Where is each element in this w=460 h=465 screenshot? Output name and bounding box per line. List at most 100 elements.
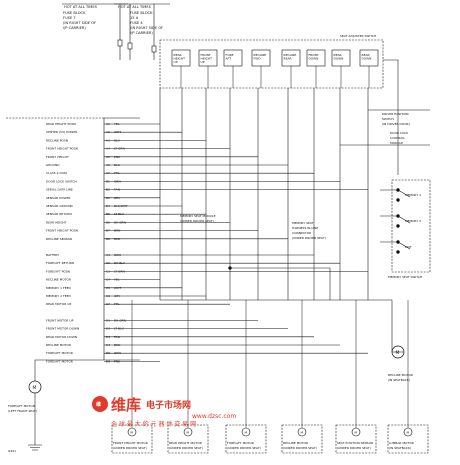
pin-row-wire-3: LT GRN xyxy=(114,147,125,151)
pin-row-pin-12: B6 xyxy=(106,220,110,224)
pin-row-label-18: RECLINE MOTOR xyxy=(46,278,71,282)
pin-row-pin-22: D1 xyxy=(106,318,110,322)
pin-row-pin-11: B5 xyxy=(106,212,110,216)
door-lock-note-1: DOOR LOCK xyxy=(390,131,409,135)
watermark-logo-glyph: 维 xyxy=(96,401,101,408)
pin-row-wire-20: GRY xyxy=(114,294,120,298)
switch-assembly-title: SEAT ADJUSTER SWITCH xyxy=(340,34,376,38)
door-lock-note-2: CONTROL xyxy=(390,136,405,140)
switch-button-label-1-1: HEIGHT xyxy=(201,56,213,60)
pin-row-label-14: RECLINE SENSOR xyxy=(46,237,72,241)
fuse-right-line-1: FUSE BLOCK xyxy=(130,11,153,15)
bottom-motor-symbol-4 xyxy=(351,427,361,437)
splice-harness xyxy=(230,267,331,300)
switch-button-label-0-2: UP xyxy=(174,60,178,64)
switch-button-group: REARHEIGHTUPFRONTHEIGHTUPFOREAFTRECLINEF… xyxy=(171,49,379,88)
switch-button-label-1-0: FRONT xyxy=(201,53,211,57)
driver-position-1: DRIVER POSITION xyxy=(382,112,409,116)
bottom-motor-symbol-3 xyxy=(297,427,307,437)
fore-aft-motor-symbol xyxy=(28,380,42,394)
pin-row-label-10: SENSOR GROUND xyxy=(46,204,74,208)
pin-row-wire-27: PNK xyxy=(114,359,121,363)
pin-row-label-21: REAR MOTOR UP xyxy=(46,302,71,306)
bottom-motor-frame-1 xyxy=(167,424,209,454)
connector-note-1: MEMORY SEAT xyxy=(292,221,314,225)
pin-row-label-25: RECLINE MOTOR xyxy=(46,343,71,347)
bottom-motor-symbol-0 xyxy=(127,427,137,437)
memory-switch-item-2: MEMORY 2 xyxy=(405,219,421,223)
pin-row-wire-0: YEL xyxy=(114,122,120,126)
ground-symbol-icon xyxy=(28,444,42,451)
bottom-motor-frame-0 xyxy=(111,424,153,454)
fuse-left-line-3: (IN RIGHT SIDE OF xyxy=(63,21,96,25)
bottom-motor-row: M FRONT HEIGHT MOTOR (UNDER DRIVER SEAT) M R… xyxy=(111,424,429,454)
connector-note-4: (UNDER DRIVER SEAT) xyxy=(292,236,326,240)
pin-row-pin-14: B8 xyxy=(106,237,110,241)
pin-row-label-1: CENTER (5V) POWER xyxy=(46,130,77,134)
watermark-brand-sub: 电子市场网 xyxy=(146,399,191,411)
bottom-motor-m-icon-1: M xyxy=(187,431,190,435)
bottom-motor-m-icon-3: M xyxy=(301,431,304,435)
driver-position-3: (IN DRIVER DOOR) xyxy=(382,122,410,126)
mem-switch-blade-2 xyxy=(397,241,411,250)
watermark-url: www.dzsc.com xyxy=(192,413,236,420)
switch-button-label-3-0: RECLINE xyxy=(254,53,267,57)
pin-row-pin-15: C1 xyxy=(106,253,110,257)
pin-row-label-22: FRONT MOTOR UP xyxy=(46,318,74,322)
pin-row-wire-7: ORN xyxy=(114,179,121,183)
recline-motor-m-icon: M xyxy=(396,350,400,356)
bottom-motor-sub-2: (UNDER DRIVER SEAT) xyxy=(227,446,261,450)
fuse-left-line-2: FUSE 7 xyxy=(63,16,76,20)
pin-row-pin-24: D3 xyxy=(106,335,110,339)
pin-row-wire-16: DK BLU xyxy=(114,261,125,265)
bottom-motor-m-icon-2: M xyxy=(245,431,248,435)
pin-row-pin-5: A6 xyxy=(106,163,110,167)
pin-row-wire-26: ORN xyxy=(114,351,121,355)
pin-row-label-24: REAR MOTOR DOWN xyxy=(46,335,77,339)
switch-button-label-7-0: REAR xyxy=(362,53,370,57)
bottom-motor-title-1: REAR HEIGHT MOTOR xyxy=(169,441,202,445)
bottom-motor-title-5: LUMBAR MOTOR xyxy=(389,441,414,445)
fore-aft-motor-subtitle: (LEFT FRONT SEAT) xyxy=(8,409,37,413)
switch-button-label-2-0: FORE xyxy=(226,53,234,57)
watermark-slogan: 全 球 最 大 的 元 器 件 交 易 网 xyxy=(111,420,196,428)
bottom-motor-sub-1: (UNDER DRIVER SEAT) xyxy=(169,446,203,450)
pin-row-pin-2: A3 xyxy=(106,138,110,142)
pin-row-label-4: FRONT HEIGHT xyxy=(46,155,69,159)
switch-button-label-6-1: DOWN xyxy=(334,56,344,60)
switch-button-label-0-0: REAR xyxy=(174,53,182,57)
pin-row-pin-0: A1 xyxy=(106,122,110,126)
splice-dot-1 xyxy=(228,266,232,270)
pin-row-wire-21: PPL xyxy=(114,302,120,306)
mem-contact-b-1 xyxy=(396,224,400,228)
pin-row-wire-11: LT BLU xyxy=(114,212,124,216)
mem-contact-b-2 xyxy=(396,250,400,254)
memory-switch: MEMORY SEAT SWITCH MEMORY 1 MEMORY 2 EXI… xyxy=(388,179,431,279)
pin-row-pin-6: A7 xyxy=(106,171,110,175)
driver-position-2: SWITCH xyxy=(382,117,394,121)
pin-row-wire-25: BRN xyxy=(114,343,120,347)
switch-button-label-0-1: HEIGHT xyxy=(174,56,186,60)
pin-row-pin-13: B7 xyxy=(106,229,110,233)
pin-row-wire-2: BLU xyxy=(114,138,120,142)
bottom-motor-frame-5 xyxy=(387,424,429,454)
pin-row-wire-18: YEL xyxy=(114,278,120,282)
switch-button-label-5-0: FRONT xyxy=(309,53,319,57)
pin-row-wire-8: TAN xyxy=(113,188,120,192)
pin-row-wire-14: RED xyxy=(114,237,121,241)
pin-row-label-3: FRONT HEIGHT POSN xyxy=(46,147,78,151)
memory-switch-item-3: EXIT xyxy=(405,245,412,249)
bottom-motor-title-0: FRONT HEIGHT MOTOR xyxy=(113,441,148,445)
pin-row-label-27: FORE/AFT MOTOR xyxy=(46,359,73,363)
pin-row-pin-18: C4 xyxy=(106,278,110,282)
pin-row-wire-22: DK GRN xyxy=(114,318,126,322)
bottom-motor-m-icon-4: M xyxy=(355,431,358,435)
fuse-left-line-4: I/P CARRIER) xyxy=(63,26,86,30)
bottom-motor-symbol-1 xyxy=(183,427,193,437)
memory-switch-box xyxy=(391,179,431,273)
bottom-motor-frame-2 xyxy=(225,424,267,454)
fuse-right-header: HOT AT ALL TIMES xyxy=(118,5,152,9)
pin-row-pin-23: D2 xyxy=(106,327,110,331)
fuse-right-line-5: I/P CARRIER) xyxy=(130,31,153,35)
pin-row-pin-20: C6 xyxy=(106,294,110,298)
